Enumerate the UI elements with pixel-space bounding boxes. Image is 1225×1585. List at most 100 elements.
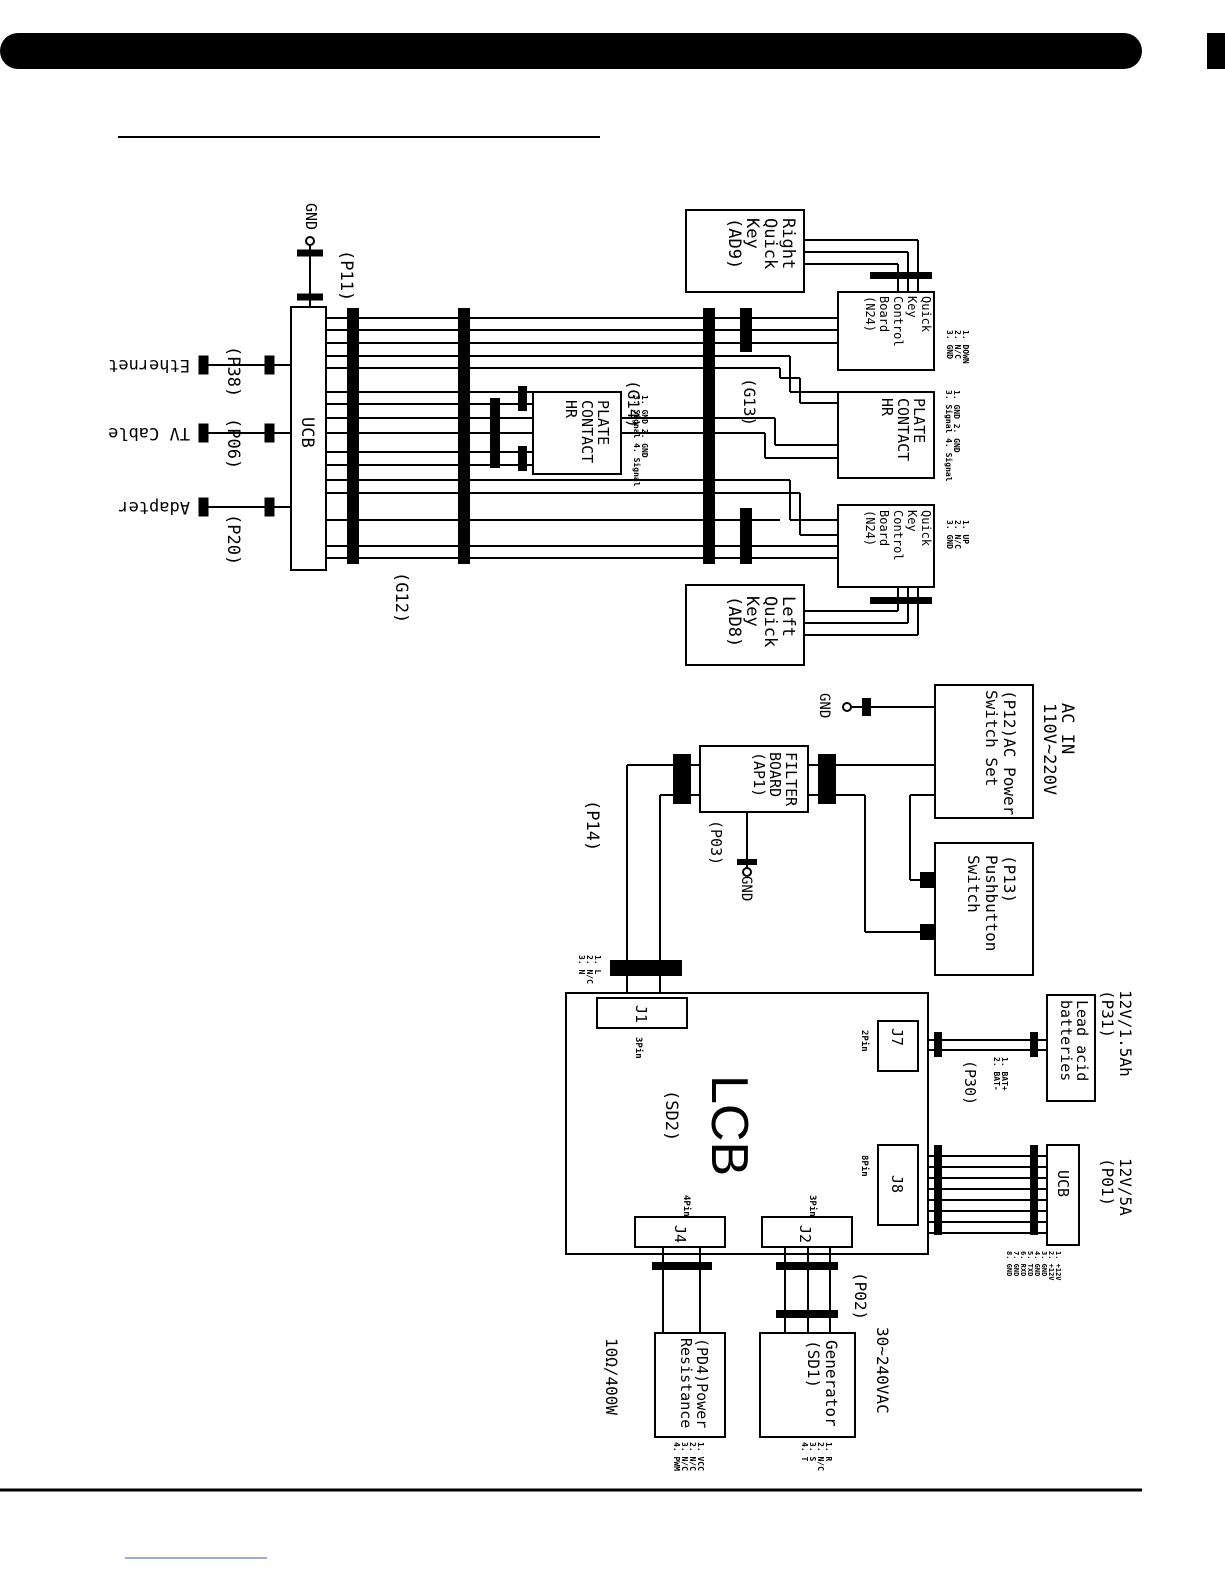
ucb2-rating-line-1: 12V/5A <box>1116 1158 1135 1216</box>
connector-bar-g12 <box>347 308 359 564</box>
hr-big-line-2: CONTACT <box>894 398 912 461</box>
hr-small-pins-2: 3. Signal 4. Signal <box>632 395 642 487</box>
upper-labels: GND (P11) UCB Ethernet TV Cable Adapter … <box>108 203 970 647</box>
upper-wiring <box>198 209 935 666</box>
p13-line-2: Pushbutton <box>982 855 1001 951</box>
qk-left-line-1: Quick <box>919 510 933 547</box>
ac-in-line-1: AC IN <box>1057 703 1077 754</box>
filter-line-1: FILTER <box>782 752 800 807</box>
qk-left-line-3: Control <box>891 510 905 561</box>
j4-sub-label: 4Pin <box>681 1195 692 1217</box>
j7-sub-label: 2Pin <box>859 1030 870 1052</box>
hr-small-text: PLATE CONTACT HR <box>562 400 612 463</box>
filter-line-3: (AP1) <box>750 752 768 797</box>
connector-bar-g13a <box>740 308 752 352</box>
generator-line-2: (SD1) <box>804 1340 823 1388</box>
lcb-box <box>565 992 929 1255</box>
j1-sub-label: 3Pin <box>633 1037 644 1059</box>
ucb2-pin-4: 4. GND <box>1033 1251 1041 1276</box>
p11-label: (P11) <box>336 250 356 301</box>
connector-bar-g13b <box>740 508 752 564</box>
generator-pin-4: 4. T <box>800 1442 809 1461</box>
qk-left-line-5: (N24) <box>863 510 877 546</box>
qk-right-pin-2: 2. N/C <box>953 330 962 359</box>
generator-rating: 30~240VAC <box>873 1327 892 1414</box>
generator-pin-3: 3. S <box>808 1442 817 1461</box>
p06-label: (P06) <box>223 418 243 469</box>
resistance-pin-3: 3. N/C <box>680 1442 689 1471</box>
qk-left-line-2: Key <box>905 510 919 532</box>
generator-pin-2: 2. N/C <box>816 1442 825 1471</box>
svg-text:CONTACT: CONTACT <box>578 400 596 463</box>
lower-wiring <box>565 684 1096 1438</box>
hr-small-pins-1: 1. GND 2. GND <box>640 395 649 458</box>
battery-pin-1: 1. BAT+ <box>1000 1057 1009 1091</box>
j4-box <box>634 1216 726 1248</box>
ucb2-box <box>1046 1144 1080 1246</box>
j8-label: J8 <box>888 1175 906 1193</box>
svg-text:HR: HR <box>562 400 580 419</box>
qk-right-line-1: Quick <box>919 296 933 333</box>
battery-line-2: batteries <box>1057 1000 1075 1081</box>
j2-box <box>761 1216 853 1248</box>
battery-pin-2: 2. BAT- <box>992 1057 1001 1091</box>
j7-box <box>877 1020 919 1072</box>
j1-label: J1 <box>632 1005 650 1023</box>
connector-bar-mid <box>458 308 470 564</box>
right-key-line-2: Quick <box>760 218 780 269</box>
connector-bar-main <box>703 308 715 564</box>
tv-cable-label: TV Cable <box>108 423 190 443</box>
qk-right-pin-1: 1. DOWN <box>961 330 970 364</box>
qk-left-box <box>837 504 935 588</box>
pushbutton-box <box>934 842 1034 976</box>
left-key-line-4: (AD8) <box>724 596 744 647</box>
resistance-line-1: (PD4)Power <box>693 1338 711 1428</box>
ucb2-pin-2: 2. +12V <box>1047 1251 1055 1281</box>
header-bar-end-mark <box>1207 33 1225 69</box>
p13-line-3: Switch <box>964 855 983 913</box>
ucb2-pin-8: 8. GND <box>1005 1251 1013 1276</box>
ucb2-label: UCB <box>1054 1170 1072 1197</box>
right-key-line-1: Right <box>778 218 798 269</box>
battery-rating-line-1: 12V/1.5Ah <box>1116 990 1135 1077</box>
j8-sub-label: 8Pin <box>859 1155 870 1177</box>
j2-sub-label: 3Pin <box>807 1195 818 1217</box>
lcb-label: LCB <box>700 1075 758 1176</box>
p20-label: (P20) <box>223 514 243 565</box>
p38-label: (P38) <box>223 346 243 397</box>
ucb2-pin-5: 5. TXD <box>1026 1251 1034 1276</box>
ac-switch-box <box>934 684 1034 819</box>
sd2-label: (SD2) <box>661 1090 681 1141</box>
right-key-line-3: Key <box>742 218 762 249</box>
gnd-terminal-1 <box>842 702 852 712</box>
ucb2-pin-1: 1. +12V <box>1054 1251 1062 1281</box>
svg-text:PLATE: PLATE <box>594 400 612 445</box>
resistance-rating: 10Ω/400W <box>602 1338 621 1415</box>
resistance-pin-4: 4. PWM <box>672 1442 681 1471</box>
gnd-top-label: GND <box>302 203 320 230</box>
header-bar <box>0 33 1142 69</box>
generator-pin-1: 1. R <box>824 1442 833 1461</box>
g13-label: (G13) <box>740 378 759 426</box>
p30-label: (P30) <box>961 1060 979 1105</box>
hr-big-box <box>837 391 935 479</box>
resistance-pin-2: 2. N/C <box>688 1442 697 1471</box>
qk-left-pin-2: 2. N/C <box>953 520 962 549</box>
gnd-label-1: GND <box>816 693 832 718</box>
gnd-label-2: GND <box>738 876 754 901</box>
hr-big-line-1: PLATE <box>910 398 928 443</box>
left-key-line-1: Left <box>778 596 798 637</box>
hr-big-pins-1: 1. GND 2. GND <box>952 390 961 453</box>
qk-right-pin-3: 3. GND <box>945 330 954 359</box>
g12-label: (G12) <box>391 572 411 623</box>
filter-line-2: BOARD <box>766 752 784 797</box>
left-key-box <box>685 584 805 666</box>
j4-label: J4 <box>671 1225 689 1243</box>
j1-pin-1: 1. L <box>593 955 602 974</box>
gnd-terminal-2 <box>742 867 752 877</box>
j2-label: J2 <box>796 1225 814 1243</box>
ethernet-label: Ethernet <box>108 355 190 375</box>
ucb-label: UCB <box>297 417 317 448</box>
